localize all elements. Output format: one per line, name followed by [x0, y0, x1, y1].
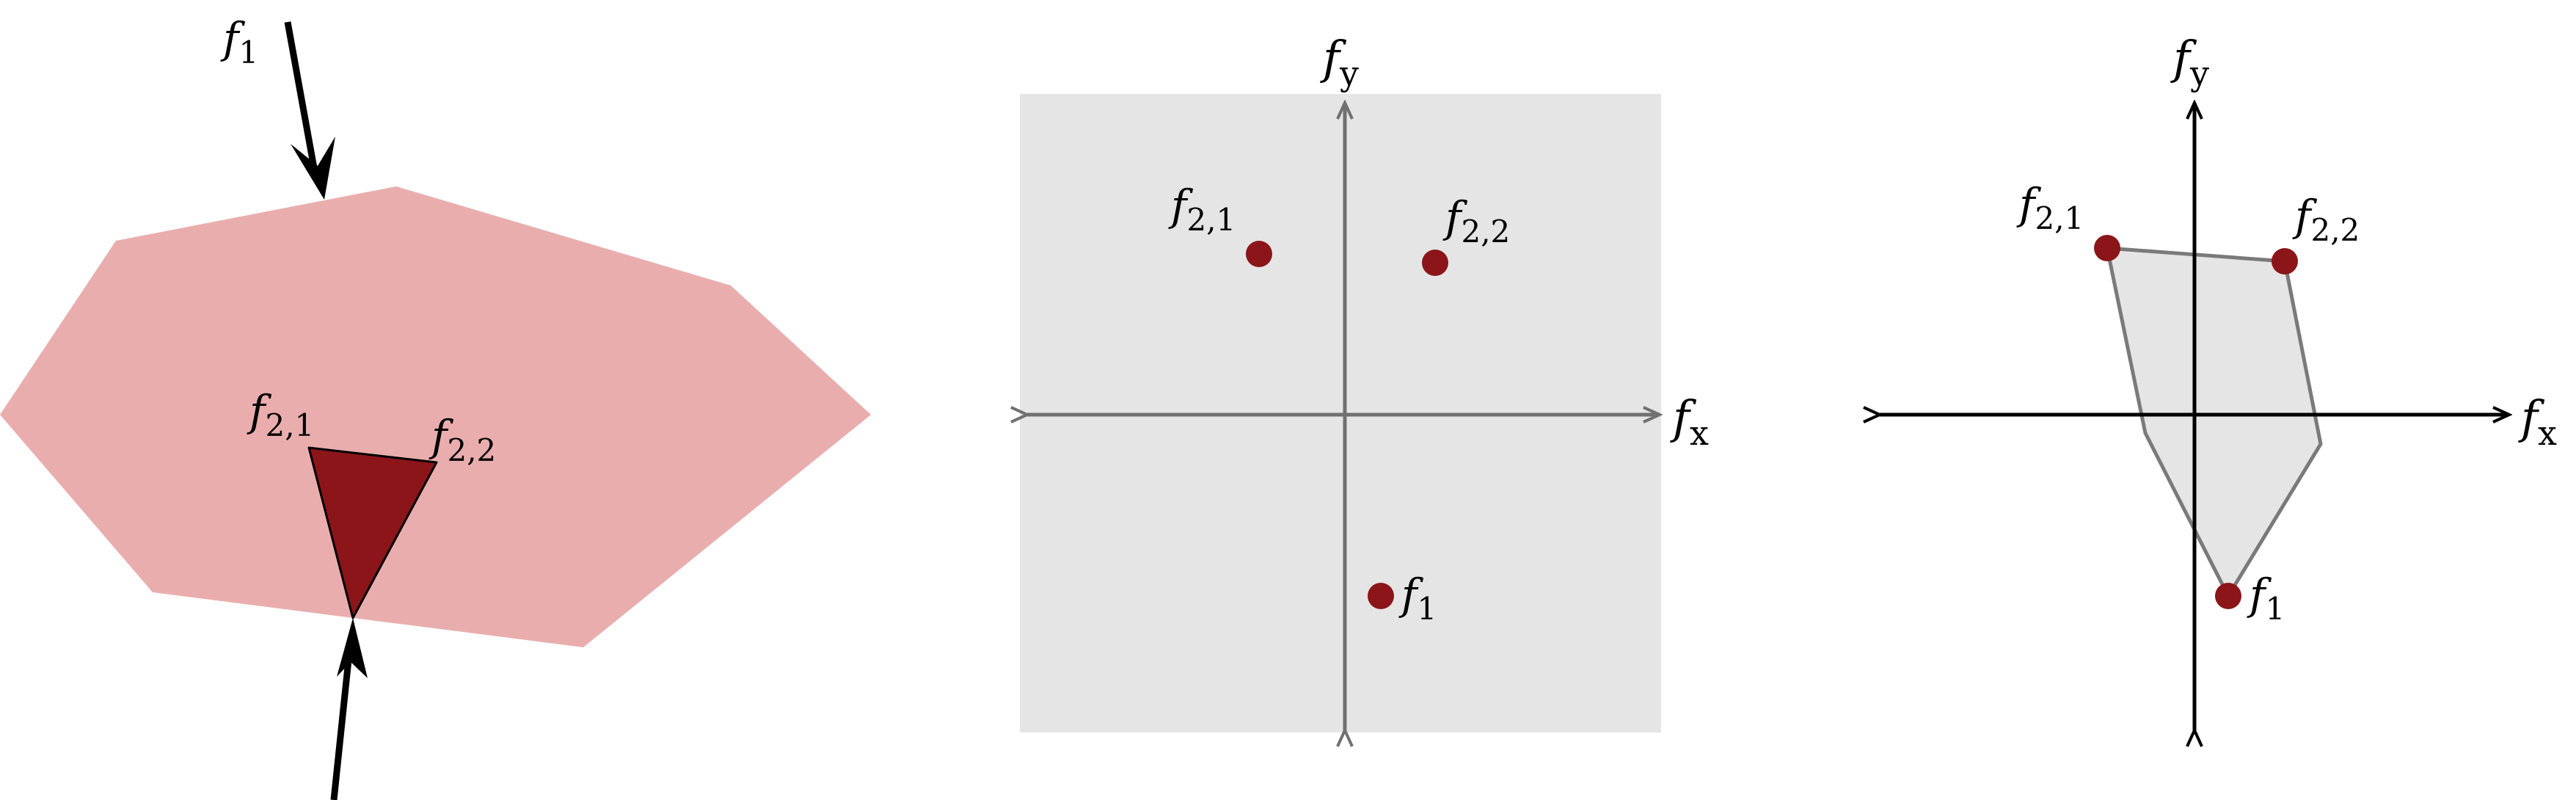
label-f22-panel2: f2,2	[1442, 192, 1510, 250]
point-f21-panel2	[1246, 241, 1272, 267]
axis-x-label-panel2: fx	[1670, 390, 1709, 453]
axis-y-label-panel3: fy	[2170, 31, 2209, 93]
axis-x-label-panel3: fx	[2518, 390, 2557, 453]
convex-hull	[2105, 246, 2323, 598]
point-f22-panel2	[1422, 250, 1448, 276]
arrowhead-f2	[337, 618, 368, 678]
label-f22-panel3: f2,2	[2292, 191, 2360, 248]
label-f21-panel2: f2,1	[1168, 181, 1236, 238]
contact-triangle	[307, 446, 438, 619]
label-f1-panel3: f1	[2247, 570, 2285, 627]
point-f1-panel2	[1368, 583, 1394, 609]
force-arrow-f2	[330, 618, 368, 800]
label-f21-panel3: f2,1	[2016, 179, 2084, 236]
panel-force-space: fy fx f2,1 f2,2 f1	[1020, 31, 1709, 732]
force-arrow-f1	[284, 21, 335, 200]
panel-object-contact: f1 f2,1 f2,2	[0, 13, 871, 800]
point-f1-panel3	[2215, 583, 2241, 609]
panel-convex-hull: fy fx f2,1 f2,2 f1	[1880, 31, 2557, 730]
arrowhead-f1	[291, 137, 335, 200]
axis-y-label-panel2: fy	[1320, 31, 1359, 93]
label-f1-panel1: f1	[220, 13, 258, 70]
object-polygon	[0, 186, 871, 647]
label-f22-panel1: f2,2	[428, 411, 496, 468]
point-f22-panel3	[2272, 248, 2298, 274]
point-f21-panel3	[2094, 235, 2120, 261]
